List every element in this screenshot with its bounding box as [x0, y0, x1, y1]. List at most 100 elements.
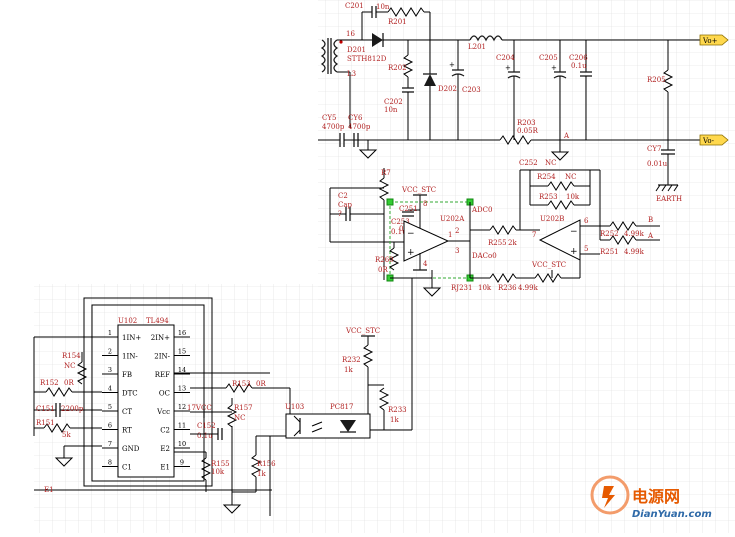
- r260-value: 0R: [378, 266, 388, 274]
- r152-value: 0R: [64, 379, 74, 387]
- c152-value: 0.1u: [197, 432, 213, 440]
- c201-ref: C201: [345, 2, 364, 10]
- c206-ref: C206: [569, 54, 588, 62]
- c252-ref: C252: [519, 159, 538, 167]
- r7-ref: R7: [381, 169, 391, 177]
- pc817-ref: PC817: [330, 403, 353, 411]
- r251-ref: R251: [600, 248, 619, 256]
- vcc-stc-label-2: VCC_STC: [531, 261, 566, 269]
- ic-pin-name: E2: [160, 445, 170, 453]
- r260-ref: R260: [375, 256, 394, 264]
- ic-pin-name: FB: [122, 371, 132, 379]
- ic-ref: U102: [118, 317, 137, 325]
- ic-pin-number: 11: [178, 422, 186, 430]
- c202-ref: C202: [384, 98, 403, 106]
- ic-pin-name: C1: [122, 464, 132, 472]
- dianyuan-logo: [590, 475, 630, 515]
- r236-value: 4.99k: [518, 284, 539, 292]
- ic-pin-name: RT: [122, 427, 132, 435]
- r232-ref: R232: [342, 356, 361, 364]
- svg-text:+: +: [570, 247, 578, 257]
- r156-ref: R156: [257, 460, 276, 468]
- svg-text:+: +: [407, 248, 415, 258]
- r155-ref: R155: [211, 460, 230, 468]
- r155-value: 10k: [211, 468, 225, 476]
- pin1-label: 1: [448, 231, 452, 239]
- r253-value: 10k: [566, 193, 580, 201]
- cy5-value: 4700p: [322, 123, 345, 131]
- r233-value: 1k: [390, 416, 399, 424]
- ic-pin-name: 1IN+: [122, 334, 141, 342]
- r232-value: 1k: [344, 366, 353, 374]
- r255-ref: R255: [488, 239, 507, 247]
- pin8-label: 8: [423, 200, 427, 208]
- watermark-cn: 电源网: [632, 487, 680, 506]
- r236-ref: R236: [498, 284, 517, 292]
- ic-pin-number: 3: [108, 366, 112, 374]
- r233-ref: R233: [388, 406, 407, 414]
- ic-pin-number: 16: [178, 329, 186, 337]
- c2-qty: ?: [338, 210, 342, 218]
- r156-value: 1k: [257, 470, 266, 478]
- earth-label: EARTH: [656, 195, 682, 203]
- r252-value: 4.99k: [624, 230, 645, 238]
- tl494-ic: [117, 324, 175, 478]
- c205-ref: C205: [539, 54, 558, 62]
- ground-icon: [222, 504, 242, 514]
- vcc-stc-label-3: VCC_STC: [345, 327, 380, 335]
- ic-pin-number: 7: [108, 440, 112, 448]
- c2-value: Cap: [338, 201, 353, 209]
- r251-value: 4.99k: [624, 248, 645, 256]
- ic-pin-name: 2IN+: [151, 334, 170, 342]
- ic-pin-name: GND: [122, 445, 140, 453]
- node-marker: [386, 198, 394, 206]
- r152-ref: R152: [40, 379, 59, 387]
- r202-ref: R202: [388, 64, 407, 72]
- pin-b-label: B: [648, 216, 653, 224]
- l3-pin-label: L3: [347, 70, 356, 78]
- ic-pin-name: CT: [122, 408, 132, 416]
- r254-nc: NC: [565, 173, 576, 181]
- r253-ref: R253: [539, 193, 558, 201]
- c151-ref: C151: [36, 405, 55, 413]
- d202-ref: D202: [438, 85, 457, 93]
- d201-part: STTH812D: [347, 55, 387, 63]
- transformer-icon: [320, 38, 343, 74]
- ground-icon: [54, 457, 74, 467]
- r157-ref: R157: [234, 404, 253, 412]
- ic-pin-number: 4: [108, 385, 112, 393]
- c251-ref: C251: [399, 205, 418, 213]
- optocoupler-arrows-icon: [311, 421, 323, 433]
- e1-label: E1: [44, 486, 54, 494]
- c204-ref: C204: [496, 54, 515, 62]
- vcc-stc-label-1: VCC_STC: [401, 186, 436, 194]
- r203-value: 0.05R: [517, 127, 539, 135]
- r151-value: 5k: [62, 431, 71, 439]
- cy6-value: 4700p: [348, 123, 371, 131]
- l201-inductor-icon: [469, 35, 503, 42]
- ic-pin-number: 14: [178, 366, 186, 374]
- svg-text:+: +: [449, 61, 455, 69]
- r157-nc: NC: [234, 414, 245, 422]
- dac0-label: DACo0: [472, 252, 497, 260]
- r151-ref: R151: [36, 419, 55, 427]
- c152-ref: C152: [197, 422, 216, 430]
- ic-pin-number: 10: [178, 440, 186, 448]
- pin-a-label: A: [647, 232, 654, 240]
- vo-plus-label: Vo+: [702, 37, 718, 45]
- node-a-label: A: [563, 132, 570, 140]
- svg-text:+: +: [505, 64, 511, 72]
- c253-ref: C253: [391, 218, 410, 226]
- cy7-ref: CY7: [647, 145, 661, 153]
- vo-minus-flag: [699, 134, 729, 146]
- l1-pin-label: 16: [346, 30, 355, 38]
- ground-icon: [550, 151, 570, 161]
- r231-ref: RJ231: [451, 284, 472, 292]
- ic-pin-number: 15: [178, 348, 186, 356]
- l201-ref: L201: [468, 43, 486, 51]
- c206-value: 0.1u: [571, 62, 587, 70]
- r231-value: 10k: [478, 284, 492, 292]
- ic-pin-name: Vcc: [156, 408, 170, 416]
- ic-pin-name: 2IN-: [154, 353, 170, 361]
- cy5-ref: CY5: [322, 114, 336, 122]
